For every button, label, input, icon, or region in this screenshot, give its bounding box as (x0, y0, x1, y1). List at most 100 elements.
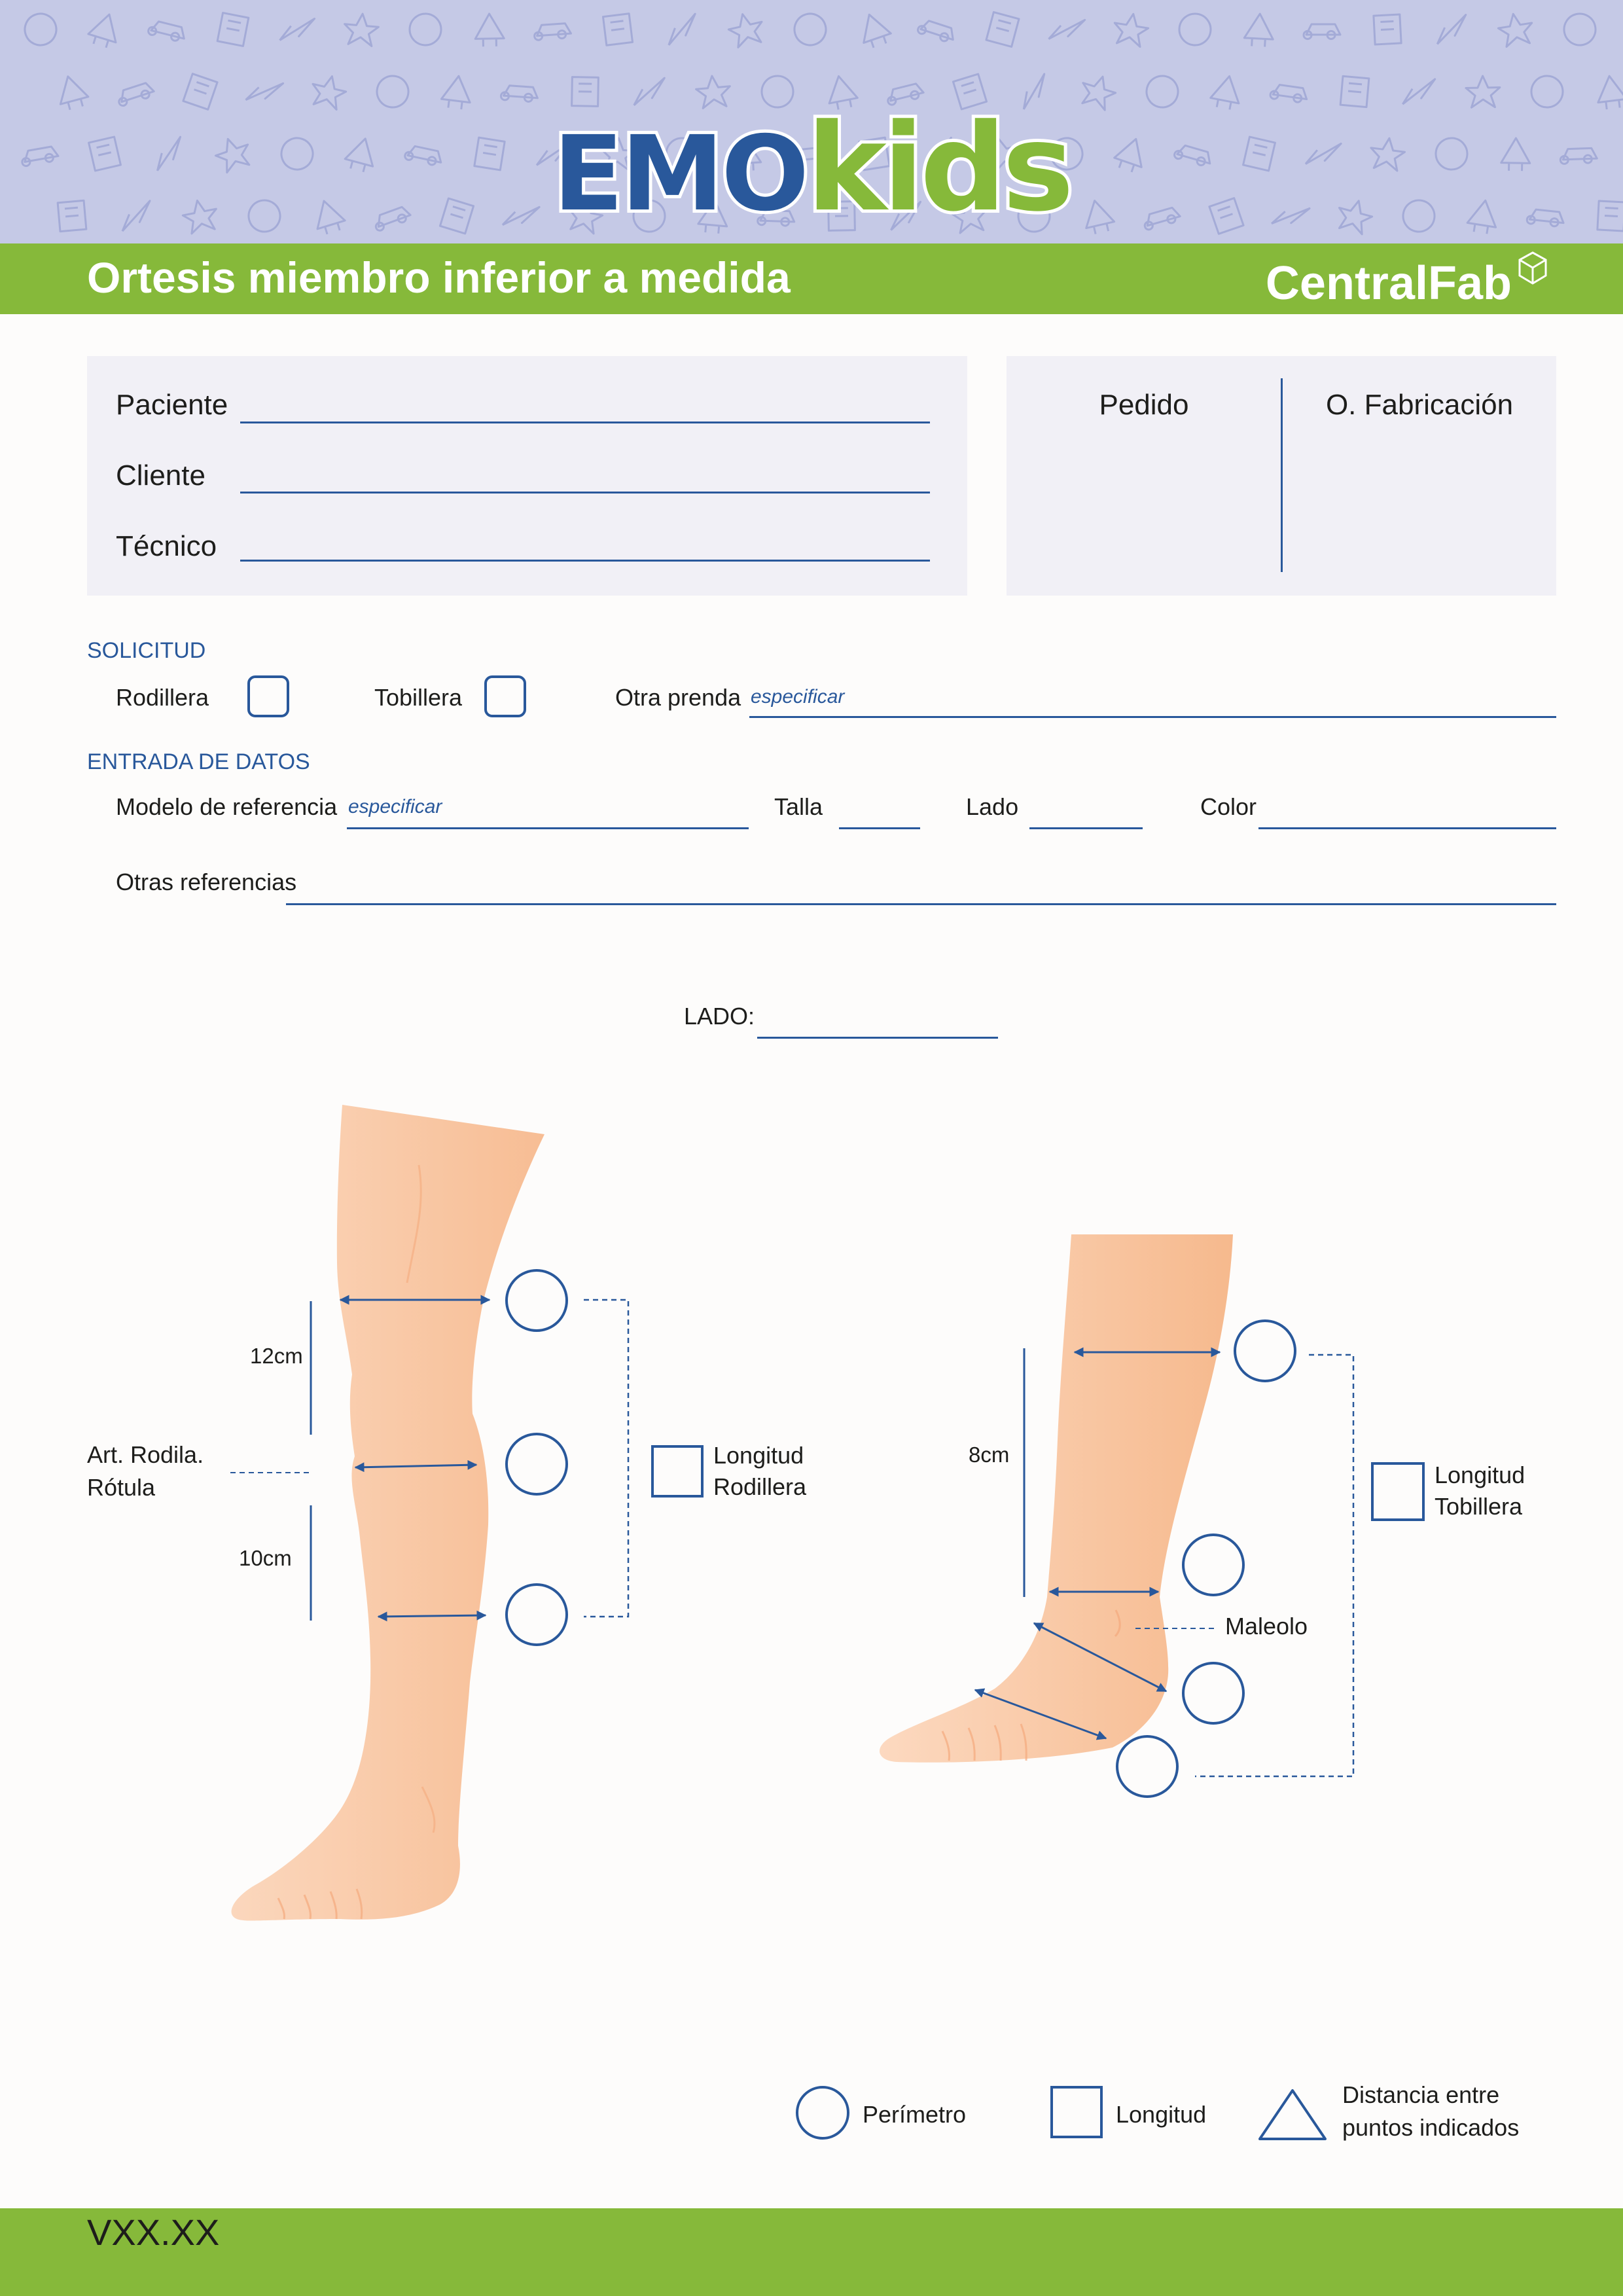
doodle-icon (147, 20, 185, 42)
doodle-icon (59, 75, 90, 111)
doodle-icon (1143, 206, 1181, 231)
knee-middle-perimeter-marker[interactable] (505, 1433, 568, 1496)
color-label: Color (1200, 793, 1257, 820)
doodle-icon (247, 199, 281, 233)
doodle-icon (1435, 137, 1469, 171)
doodle-icon (1270, 207, 1311, 224)
doodle-icon (1559, 147, 1598, 165)
rodillera-checkbox[interactable] (247, 675, 289, 717)
doodle-icon (21, 145, 60, 168)
ankle-longitud-marker[interactable] (1371, 1462, 1425, 1521)
doodle-icon (828, 75, 859, 110)
maleolo-label: Maleolo (1225, 1613, 1308, 1640)
footer-band (0, 2208, 1623, 2296)
color-field[interactable] (1258, 827, 1556, 829)
knee-leg-illustration (231, 1105, 544, 1921)
ankle-leg-illustration (879, 1234, 1233, 1763)
paciente-label: Paciente (116, 389, 228, 421)
doodle-icon (1596, 200, 1623, 232)
doodle-icon (1173, 144, 1211, 166)
doodle-icon (760, 75, 794, 109)
doodle-icon (890, 200, 922, 231)
doodle-icon (279, 18, 316, 41)
doodle-icon (1465, 75, 1501, 109)
doodle-icon (1113, 137, 1143, 173)
doodle-icon (1050, 137, 1084, 171)
triangle-marker-icon (1258, 2089, 1327, 2140)
diagram-lado-label: LADO: (684, 1003, 755, 1030)
ankle-heel-perimeter-marker[interactable] (1182, 1662, 1245, 1725)
tecnico-field[interactable] (240, 560, 930, 562)
doodle-icon (181, 199, 217, 235)
diagram-lado-field[interactable] (757, 1037, 998, 1039)
doodle-icon (1208, 197, 1245, 235)
tobillera-label: Tobillera (374, 684, 463, 711)
doodle-icon (1338, 200, 1374, 236)
entrada-heading: ENTRADA DE DATOS (87, 749, 310, 774)
doodle-icon (118, 82, 155, 107)
doodle-icon (1370, 137, 1406, 172)
doodle-icon (951, 199, 988, 234)
doodle-icon (182, 73, 219, 111)
page-title: Ortesis miembro inferior a medida (87, 253, 791, 302)
doodle-icon (858, 136, 891, 171)
doodle-icon (24, 12, 58, 46)
talla-field[interactable] (839, 827, 920, 829)
knee-reference-label: Art. Rodila. Rótula (87, 1439, 204, 1504)
doodle-icon (925, 136, 952, 171)
doodle-icon (440, 75, 471, 110)
doodle-icon (1563, 12, 1597, 46)
doodle-icon (601, 12, 634, 46)
knee-longitud-line1: Longitud (713, 1442, 804, 1469)
doodle-icon (1243, 12, 1274, 47)
legend-perimetro-icon (796, 2086, 849, 2140)
doodle-icon (665, 137, 699, 171)
paciente-field[interactable] (240, 422, 930, 423)
ankle-maleolo-perimeter-marker[interactable] (1182, 1534, 1245, 1596)
modelo-placeholder: especificar (348, 796, 442, 817)
ankle-foot-arrow (974, 1688, 1107, 1740)
doodle-icon (1302, 23, 1342, 40)
knee-lower-perimeter-marker[interactable] (505, 1583, 568, 1646)
tobillera-checkbox[interactable] (484, 675, 526, 717)
doodle-icon (312, 75, 348, 111)
knee-middle-arrow (354, 1460, 478, 1473)
emokids-logo: EMOkids (0, 95, 1623, 242)
ankle-distance: 8cm (969, 1443, 1010, 1467)
knee-longitud-bracket (584, 1299, 630, 1618)
knee-upper-perimeter-marker[interactable] (505, 1269, 568, 1332)
knee-reference-line2: Rótula (87, 1474, 156, 1501)
cliente-field[interactable] (240, 492, 930, 493)
doodle-icon (633, 77, 666, 106)
doodle-icon (1497, 12, 1533, 48)
modelo-label: Modelo de referencia (116, 793, 338, 820)
solicitud-heading: SOLICITUD (87, 638, 206, 663)
doodle-icon (56, 199, 88, 233)
doodle-icon (793, 12, 827, 46)
doodle-icon (1048, 18, 1086, 40)
doodle-icon (668, 12, 696, 46)
legend-distancia-label: Distancia entre puntos indicados (1342, 2079, 1519, 2144)
knee-longitud-marker[interactable] (651, 1445, 704, 1498)
ankle-upper-perimeter-marker[interactable] (1234, 1319, 1296, 1382)
doodle-icon (1436, 14, 1467, 45)
doodle-icon (1402, 78, 1436, 105)
talla-label: Talla (774, 793, 823, 820)
logo-emo-text: EMO (550, 111, 813, 238)
otra-prenda-field[interactable] (749, 716, 1556, 718)
doodle-icon (1017, 199, 1051, 233)
doodle-icon (408, 12, 442, 46)
pedido-label: Pedido (1099, 389, 1189, 421)
doodle-icon (695, 75, 731, 109)
otra-prenda-label: Otra prenda (615, 684, 741, 711)
lado-field[interactable] (1029, 827, 1143, 829)
otras-referencias-field[interactable] (286, 903, 1556, 905)
modelo-field[interactable] (347, 827, 749, 829)
form-code: VXX.XX (87, 2212, 220, 2253)
doodle-icon (1178, 12, 1212, 46)
doodle-icon (245, 82, 285, 101)
ankle-foot-perimeter-marker[interactable] (1116, 1735, 1179, 1798)
doodle-icon (1525, 208, 1565, 228)
doodle-icon (1085, 200, 1116, 234)
